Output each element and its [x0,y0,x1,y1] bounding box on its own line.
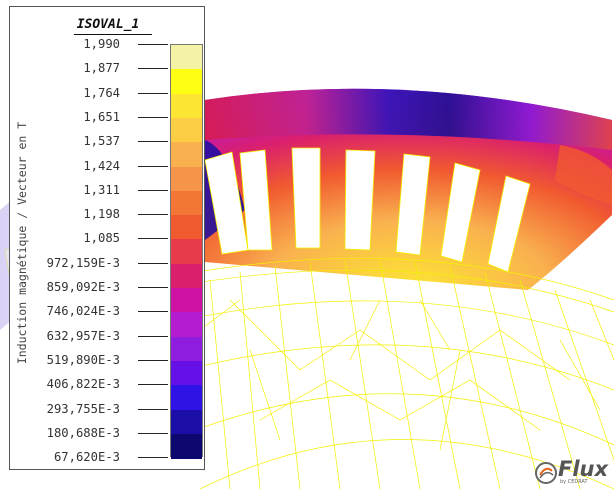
isovalue-legend: ISOVAL_1 Induction magnétique / Vecteur … [9,6,205,470]
legend-level-label: 632,957E-3 [46,328,120,343]
legend-color-swatch [171,433,202,459]
legend-level-label: 67,620E-3 [53,450,120,465]
legend-color-swatch [171,360,202,386]
legend-level-label: 1,990 [83,37,120,51]
legend-level-label: 972,159E-3 [46,255,120,270]
flux-logo: Flux by CEDRAT [534,457,614,487]
legend-color-swatch [171,215,202,240]
legend-level-tick [138,311,168,313]
legend-level-label: 180,688E-3 [46,425,120,440]
legend-level-label: 1,764 [83,85,120,100]
legend-level-tick [138,116,168,118]
legend-color-swatch [171,117,202,143]
legend-color-swatch [171,142,202,168]
legend-level-tick [138,287,168,288]
legend-level-tick [138,44,168,45]
legend-level-label: 293,755E-3 [46,401,120,416]
legend-color-swatch [171,166,202,192]
legend-level-label: 406,822E-3 [46,377,120,392]
legend-axis-label-text: Induction magnétique / Vecteur en T [15,121,29,365]
flux-logo-text: Flux [558,457,609,481]
legend-color-swatch [171,69,202,95]
legend-level-label: 1,085 [83,231,120,246]
legend-level-tick [138,68,168,70]
legend-level-label: 746,024E-3 [46,304,120,319]
legend-color-swatch [171,93,202,119]
legend-level-tick [138,384,168,386]
legend-color-swatch [171,409,202,435]
legend-level-tick [138,432,168,434]
legend-color-swatch [171,190,202,216]
legend-color-swatch [171,312,202,338]
legend-level-label: 519,890E-3 [46,352,120,367]
legend-level-tick [138,214,168,216]
legend-level-label: 1,651 [83,109,120,124]
legend-level-tick [138,165,168,167]
legend-color-swatch [171,336,202,362]
legend-color-swatch [171,263,202,289]
legend-title: ISOVAL_1 [76,17,140,32]
legend-level-tick [138,262,168,264]
legend-level-label: 859,092E-3 [46,280,120,294]
legend-level-label: 1,424 [83,158,120,173]
legend-level-tick [138,92,168,94]
legend-level-label: 1,311 [83,182,120,197]
legend-level-tick [138,189,168,191]
legend-color-swatch [171,45,202,70]
legend-level-tick [138,335,168,337]
legend-color-swatch [171,385,202,411]
legend-title-underline [74,34,152,35]
legend-level-tick [138,359,168,361]
legend-colorbar [170,44,203,459]
legend-level-tick [138,238,168,240]
legend-color-swatch [171,239,202,265]
legend-level-tick [138,457,168,459]
legend-color-swatch [171,288,202,313]
legend-level-label: 1,198 [83,207,120,222]
legend-level-label: 1,877 [83,61,120,76]
legend-level-label: 1,537 [83,134,120,149]
flux-logo-subtext: by CEDRAT [560,479,588,485]
legend-level-tick [138,141,168,143]
legend-level-tick [138,408,168,410]
flux-logo-icon [535,462,557,484]
